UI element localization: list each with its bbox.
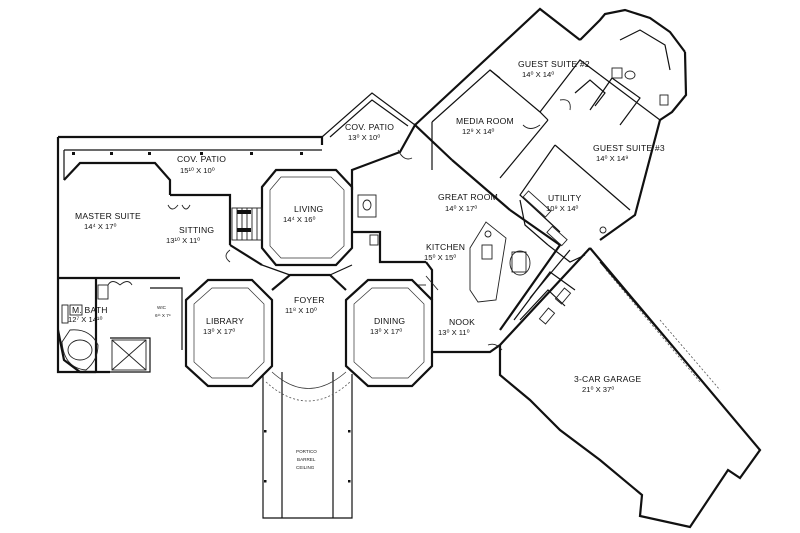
- nook-dim: 13⁰ X 11⁰: [438, 328, 470, 337]
- garage-dim: 21⁰ X 37⁰: [582, 385, 614, 394]
- kitchen-name: KITCHEN: [426, 242, 465, 252]
- shower: [111, 339, 147, 371]
- utility-dim: 10⁹ X 14⁰: [546, 204, 578, 213]
- media-room-dim: 12⁹ X 14⁰: [462, 127, 494, 136]
- sitting-name: SITTING: [179, 225, 214, 235]
- guest-suite-3-name: GUEST SUITE #3: [593, 143, 665, 153]
- kitchen-island: [469, 221, 531, 303]
- dining-name: DINING: [374, 316, 405, 326]
- foyer-name: FOYER: [294, 295, 325, 305]
- foyer-dim: 11⁸ X 10⁰: [285, 306, 317, 315]
- nook-name: NOOK: [449, 317, 475, 327]
- m-bath-dim: 12⁷ X 14¹⁰: [68, 315, 103, 324]
- master-suite-name: MASTER SUITE: [75, 211, 141, 221]
- exterior-walls: [56, 7, 762, 529]
- portico-line-2: BARREL: [297, 457, 316, 462]
- guest-suite-2-dim: 14⁰ X 14⁰: [522, 70, 554, 79]
- master-suite-dim: 14⁴ X 17⁰: [84, 222, 117, 231]
- m-bath-name: M. BATH: [72, 305, 108, 315]
- living-dim: 14⁴ X 16⁰: [283, 215, 316, 224]
- living-name: LIVING: [294, 204, 323, 214]
- great-room-dim: 14⁰ X 17⁰: [445, 204, 477, 213]
- portico-line-3: CEILING: [296, 465, 315, 470]
- cov-patio-main-dim: 15¹⁰ X 10⁰: [180, 166, 215, 175]
- fixtures: [61, 67, 669, 483]
- utility-name: UTILITY: [548, 193, 581, 203]
- guest-suite-3-dim: 14⁰ X 14⁹: [596, 154, 628, 163]
- fireplace: [231, 207, 263, 241]
- bathtub: [61, 329, 99, 371]
- wic-dim: 6¹¹ X 7⁹: [155, 313, 171, 318]
- cov-patio-right-dim: 13⁰ X 10⁰: [348, 133, 380, 142]
- dining-dim: 13⁰ X 17⁰: [370, 327, 402, 336]
- garage-name: 3-CAR GARAGE: [574, 374, 641, 384]
- great-room-name: GREAT ROOM: [438, 192, 498, 202]
- kitchen-dim: 15⁰ X 15⁰: [424, 253, 456, 262]
- room-labels: COV. PATIO 15¹⁰ X 10⁰ COV. PATIO 13⁰ X 1…: [68, 59, 665, 470]
- media-room-name: MEDIA ROOM: [456, 116, 514, 126]
- cov-patio-main-name: COV. PATIO: [177, 154, 226, 164]
- wic-name: WIC: [157, 305, 167, 310]
- portico-line-1: PORTICO: [296, 449, 317, 454]
- sitting-dim: 13¹⁰ X 11⁰: [166, 236, 200, 245]
- library-name: LIBRARY: [206, 316, 244, 326]
- cov-patio-right-name: COV. PATIO: [345, 122, 394, 132]
- library-dim: 13⁰ X 17⁰: [203, 327, 235, 336]
- guest-suite-2-name: GUEST SUITE #2: [518, 59, 590, 69]
